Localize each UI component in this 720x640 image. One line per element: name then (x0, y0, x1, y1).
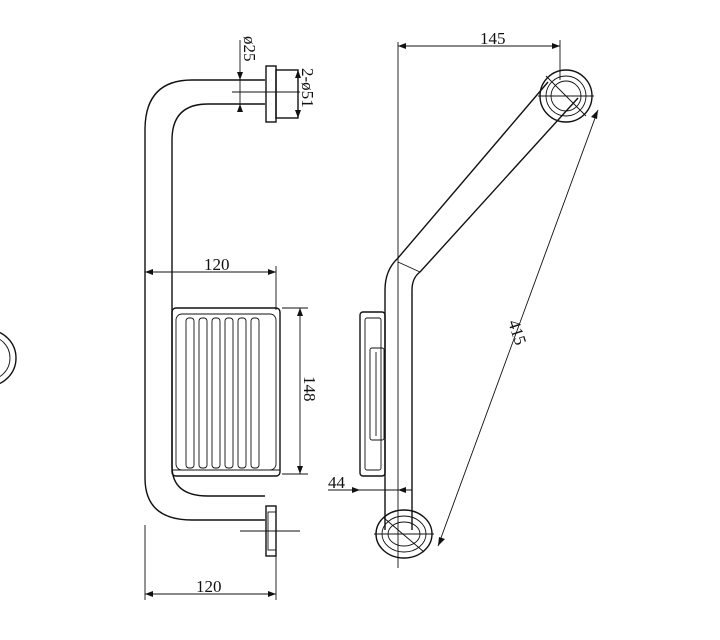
dim-basket-height: 148 (282, 307, 319, 475)
dim-tube-diameter: ø25 (237, 36, 259, 112)
soap-basket-side (359, 311, 386, 477)
dim-diagonal-length: 415 (437, 109, 599, 547)
bottom-wall-flange (240, 505, 300, 557)
top-wall-flange (232, 65, 300, 123)
dim-base-width-label: 120 (196, 577, 222, 596)
side-view: 145 415 44 (328, 29, 599, 568)
soap-basket-front (171, 307, 281, 477)
dim-basket-width-label: 120 (204, 255, 230, 274)
side-top-flange (538, 69, 594, 123)
side-tube-bend-line (397, 261, 421, 273)
dim-base-width: 120 (144, 525, 277, 600)
side-tube-outer (384, 81, 549, 530)
cropped-circle-left-edge (0, 331, 17, 385)
front-view: ø25 2-ø51 120 148 (144, 36, 319, 600)
dim-basket-height-label: 148 (300, 376, 319, 402)
side-bottom-flange (374, 509, 434, 559)
dim-flange-diameter: 2-ø51 (295, 68, 317, 118)
dim-diagonal-length-label: 415 (504, 317, 530, 347)
dim-horizontal-span-label: 145 (480, 29, 506, 48)
dim-basket-width: 120 (145, 255, 277, 310)
dim-basket-depth-label: 44 (328, 473, 346, 492)
dim-basket-depth: 44 (328, 473, 412, 493)
front-tube-inner (171, 103, 265, 497)
front-tube-outer (144, 79, 265, 521)
dim-horizontal-span: 145 (398, 29, 561, 80)
dim-tube-diameter-label: ø25 (240, 36, 259, 62)
side-tube-inner (411, 97, 579, 530)
dim-flange-diameter-label: 2-ø51 (298, 68, 317, 108)
